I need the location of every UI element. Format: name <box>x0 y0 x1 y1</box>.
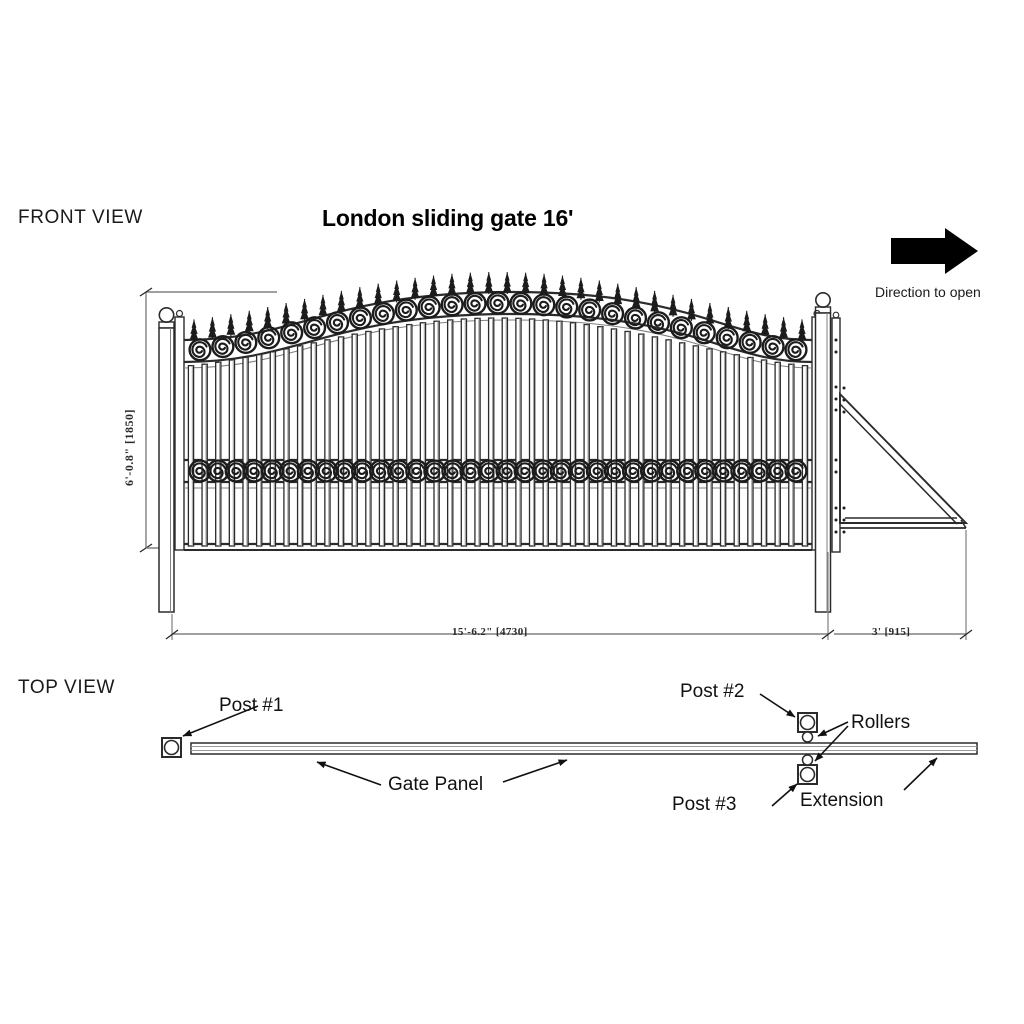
leader-gate-panel-left <box>316 761 382 786</box>
post-2-symbol <box>797 712 818 733</box>
front-view-label: FRONT VIEW <box>18 207 143 228</box>
leader-roller-upper <box>817 721 849 737</box>
roller-upper-symbol <box>801 731 814 743</box>
leader-post-1 <box>182 705 259 737</box>
callout-rollers: Rollers <box>851 712 911 733</box>
callout-gate-panel: Gate Panel <box>388 774 484 795</box>
height-dimension-label: 6'-0.8" [1850] <box>122 409 136 486</box>
post-1-symbol <box>161 737 182 758</box>
roller-lower-symbol <box>801 754 814 766</box>
leader-gate-panel-right <box>502 759 568 783</box>
top-view-drawing <box>161 693 978 807</box>
front-view-drawing <box>139 228 978 640</box>
callout-extension: Extension <box>800 790 884 811</box>
gate-mid-scrolls <box>188 459 808 483</box>
leader-extension <box>903 757 938 791</box>
page-title: London sliding gate 16' <box>322 205 574 231</box>
leader-post-2 <box>759 693 796 718</box>
callout-post-3: Post #3 <box>672 794 737 815</box>
extension-width-dimension-label: 3' [915] <box>872 626 911 638</box>
top-view-label: TOP VIEW <box>18 677 116 698</box>
arrow-right-icon <box>891 228 978 274</box>
leader-post-3 <box>771 783 798 807</box>
leader-roller-lower <box>814 725 849 762</box>
callout-post-2: Post #2 <box>680 681 745 702</box>
callout-post-1: Post #1 <box>219 695 284 716</box>
direction-to-open-label: Direction to open <box>875 284 981 300</box>
panel-width-dimension-label: 15'-6.2" [4730] <box>452 626 528 638</box>
gate-pickets <box>187 317 809 547</box>
post-3-symbol <box>797 764 818 785</box>
